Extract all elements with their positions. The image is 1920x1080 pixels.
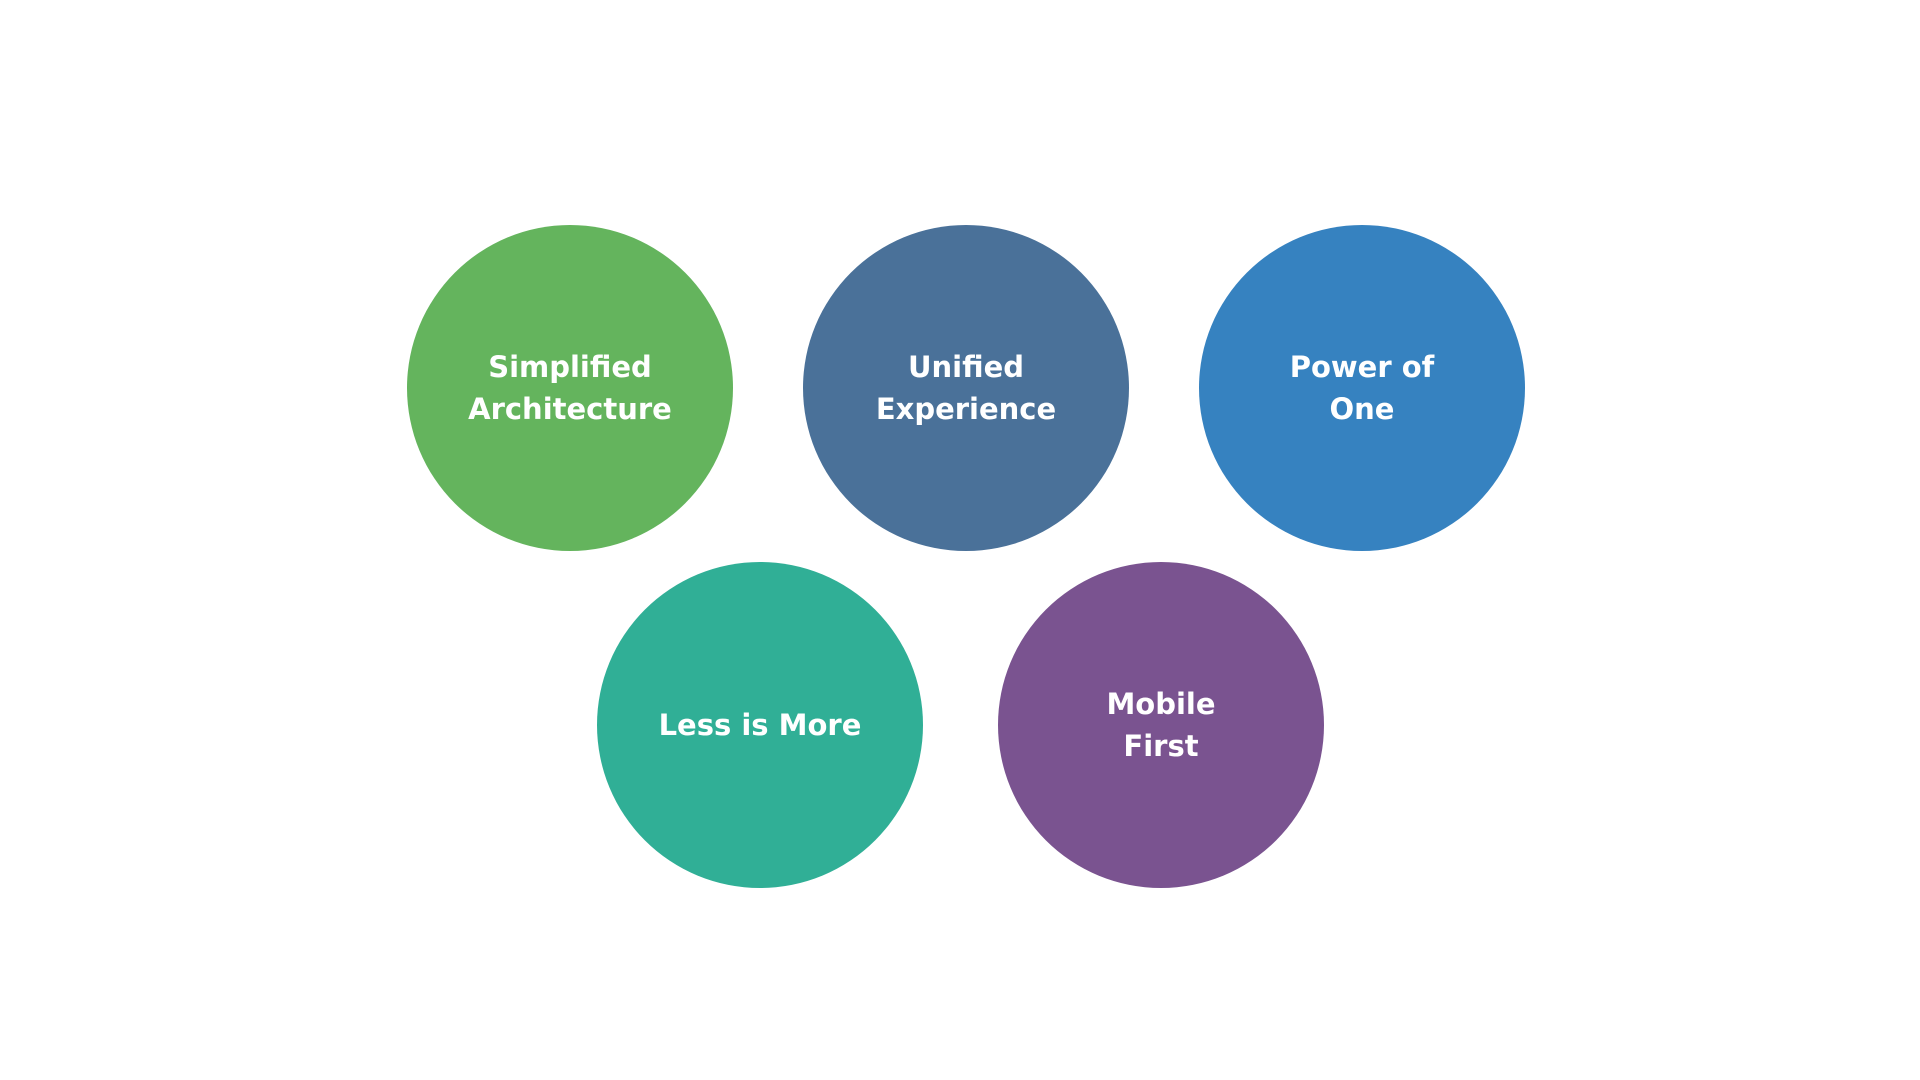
- circle-label-power-of-one: Power of One: [1289, 350, 1435, 426]
- circle-label-simplified-architecture: Simplified Architecture: [468, 350, 672, 426]
- circle-label-mobile-first: Mobile First: [1106, 687, 1216, 763]
- circle-label-unified-experience: Unified Experience: [875, 350, 1057, 426]
- circle-power-of-one: Power of One: [1199, 225, 1525, 551]
- circle-unified-experience: Unified Experience: [803, 225, 1129, 551]
- circle-mobile-first: Mobile First: [998, 562, 1324, 888]
- circle-label-less-is-more: Less is More: [658, 708, 862, 742]
- circle-simplified-architecture: Simplified Architecture: [407, 225, 733, 551]
- circle-less-is-more: Less is More: [597, 562, 923, 888]
